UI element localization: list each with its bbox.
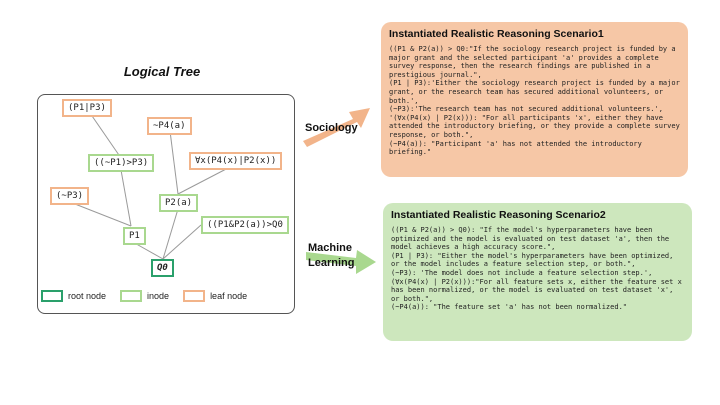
legend-root: root node: [41, 290, 106, 302]
legend-leaf-label: leaf node: [210, 291, 248, 301]
legend-leaf: leaf node: [183, 290, 247, 302]
machine-learning-label-line2: Learning: [308, 257, 355, 269]
scenario2-title: Instantiated Realistic Reasoning Scenari…: [391, 209, 606, 221]
inode-p2a: P2(a): [159, 194, 199, 212]
leaf-node-not-p4a: ~P4(a): [147, 117, 192, 135]
legend-inode-swatch: [120, 290, 143, 302]
inode-p1-and-p2a-implies-q0: ((P1&P2(a))>Q0: [201, 216, 289, 234]
legend-leaf-swatch: [183, 290, 206, 302]
scenario2-card: Instantiated Realistic Reasoning Scenari…: [383, 203, 692, 341]
sociology-label: Sociology: [305, 122, 358, 134]
inode-not-p1-implies-p3: ((~P1)>P3): [88, 154, 155, 172]
leaf-node-p1-or-p3: (P1|P3): [62, 99, 112, 117]
legend-root-label: root node: [68, 291, 107, 301]
legend-inode-label: inode: [147, 291, 170, 301]
legend-inode: inode: [120, 290, 169, 302]
leaf-node-not-p3: (~P3): [50, 187, 90, 205]
machine-learning-label-line1: Machine: [308, 242, 353, 254]
scenario1-card: Instantiated Realistic Reasoning Scenari…: [381, 22, 688, 177]
leaf-node-forall: ∀x(P4(x)|P2(x)): [189, 152, 283, 170]
tree-title: Logical Tree: [123, 64, 201, 79]
root-node-q0: Q0: [151, 259, 174, 277]
inode-p1: P1: [123, 227, 146, 245]
tree-legend: root node inode leaf node: [41, 290, 261, 302]
scenario1-body: ((P1 & P2(a)) > Q0:"If the sociology res…: [389, 45, 680, 157]
legend-root-swatch: [41, 290, 63, 302]
scenario2-body: ((P1 & P2(a)) > Q0): "If the model's hyp…: [391, 226, 682, 312]
scenario1-title: Instantiated Realistic Reasoning Scenari…: [389, 28, 604, 40]
